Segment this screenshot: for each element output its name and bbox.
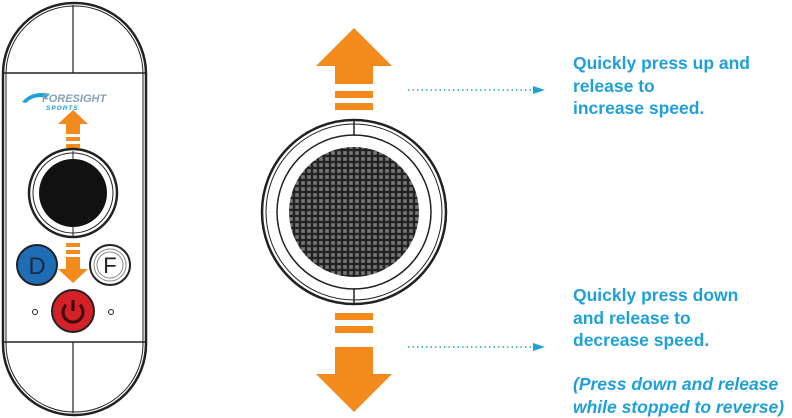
- reverse-note: (Press down and release while stopped to…: [573, 373, 784, 418]
- foresight-logo: FORESIGHT SPORTS: [22, 93, 107, 112]
- instruction-line: increase speed.: [573, 98, 705, 118]
- svg-text:F: F: [103, 253, 116, 278]
- big-down-arrow-icon: [316, 313, 392, 412]
- pointer-down-dotted-arrow: [408, 343, 545, 351]
- svg-text:SPORTS: SPORTS: [46, 105, 79, 112]
- dial-button[interactable]: [260, 118, 448, 306]
- instruction-line: decrease speed.: [573, 330, 710, 350]
- small-up-arrow-icon: [58, 110, 88, 148]
- note-line: while stopped to reverse): [573, 396, 785, 417]
- instruction-line: Quickly press down: [573, 285, 739, 305]
- increase-speed-instruction: Quickly press up and release to increase…: [573, 52, 750, 120]
- instruction-line: and release to: [573, 307, 691, 328]
- pointer-up-dotted-arrow: [408, 86, 545, 94]
- instruction-line: release to: [573, 75, 655, 96]
- svg-text:D: D: [28, 253, 45, 280]
- big-up-arrow-icon: [316, 28, 392, 110]
- svg-text:FORESIGHT: FORESIGHT: [42, 93, 107, 105]
- decrease-speed-instruction: Quickly press down and release to decrea…: [573, 284, 738, 352]
- instruction-line: Quickly press up and: [573, 53, 750, 73]
- note-line: (Press down and release: [573, 374, 779, 394]
- speed-button[interactable]: [27, 147, 119, 239]
- remote-control: FORESIGHT SPORTS D F: [1, 1, 148, 417]
- small-down-arrow-icon: [58, 243, 88, 283]
- d-button[interactable]: D: [16, 244, 58, 286]
- f-button[interactable]: F: [89, 244, 131, 286]
- power-button[interactable]: [51, 289, 95, 333]
